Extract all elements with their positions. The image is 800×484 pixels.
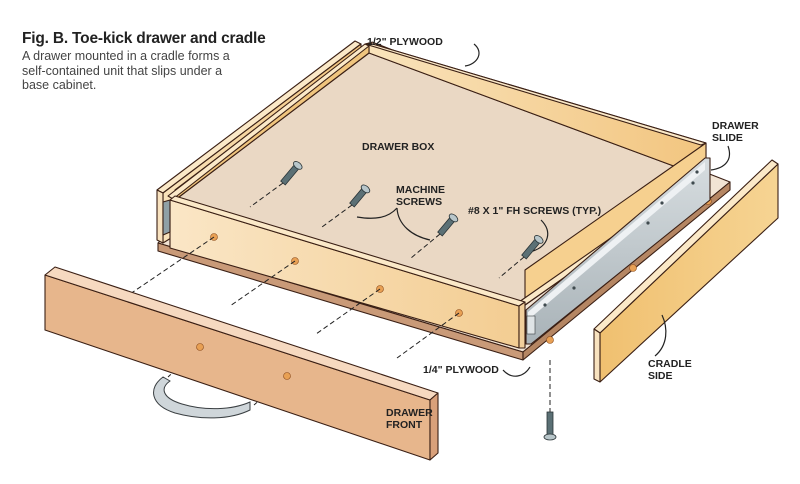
screw-hole [629, 264, 637, 272]
slide-screw [695, 170, 699, 174]
label-drawer-front-2: FRONT [386, 419, 423, 431]
fh-screw [521, 235, 544, 260]
description-line: self-contained unit that slips under a [22, 63, 223, 78]
arrow-machine-screw-2 [396, 207, 431, 241]
description-line: A drawer mounted in a cradle forms a [22, 49, 230, 63]
drawer-handle [153, 376, 251, 419]
arrow-half-plywood [464, 43, 480, 67]
label-drawer-slide-1: DRAWER [712, 120, 759, 132]
machine-screw [280, 161, 303, 186]
label-quarter-plywood: 1/4" PLYWOOD [423, 364, 499, 376]
screw-hole [196, 343, 204, 351]
slide-screw [660, 201, 664, 205]
figure-description: A drawer mounted in a cradle forms a sel… [22, 49, 282, 93]
arrow-cradle-side [654, 314, 667, 357]
label-machine-screws-1: MACHINE [396, 184, 445, 196]
label-machine-screws-2: SCREWS [396, 196, 442, 208]
drawer-front [44, 266, 439, 461]
left-drawer-slide [162, 199, 171, 236]
screw-hole [546, 336, 554, 344]
label-half-plywood: 1/2" PLYWOOD [367, 36, 443, 48]
machine-screw [437, 213, 459, 237]
label-drawer-slide-2: SLIDE [712, 132, 743, 144]
slide-screw [543, 303, 547, 307]
right-cradle-side [593, 159, 779, 383]
drawer-slide [525, 157, 711, 345]
label-fh-screws: #8 X 1" FH SCREWS (TYP.) [468, 205, 601, 217]
arrow-quarter-plywood [502, 366, 531, 377]
slide-screw [691, 181, 695, 185]
arrow-drawer-slide [710, 145, 731, 171]
label-cradle-side-1: CRADLE [648, 358, 692, 370]
figure-caption: Fig. B. Toe-kick drawer and cradle A dra… [22, 30, 282, 93]
label-drawer-box: DRAWER BOX [362, 141, 434, 153]
slide-screw [572, 286, 576, 290]
arrow-machine-screw-1 [356, 207, 398, 219]
machine-screw [349, 184, 371, 208]
arrow-fh-screws [532, 219, 549, 252]
label-drawer-front-1: DRAWER [386, 407, 433, 419]
screw-hole [283, 372, 291, 380]
slide-screw [646, 221, 650, 225]
label-cradle-side-2: SIDE [648, 370, 673, 382]
fh-screw-bottom [543, 411, 557, 441]
description-line: base cabinet. [22, 78, 97, 92]
figure-title: Fig. B. Toe-kick drawer and cradle [22, 30, 266, 47]
